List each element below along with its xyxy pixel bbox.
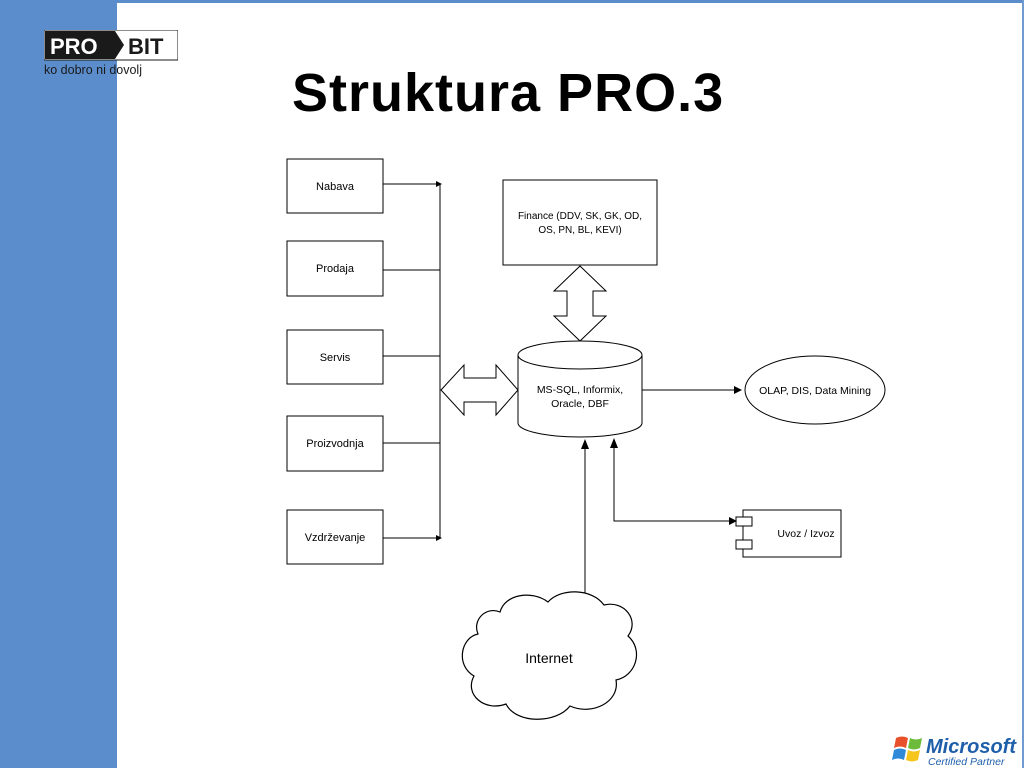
bus-arrow-top-icon <box>436 181 442 187</box>
page-title: Struktura PRO.3 <box>292 63 725 123</box>
top-border <box>117 0 1024 3</box>
bus-arrow-bottom-icon <box>436 535 442 541</box>
import-export-component: Uvoz / Izvoz <box>735 509 842 558</box>
logo-tagline: ko dobro ni dovolj <box>44 63 142 77</box>
component-port-bottom-icon <box>735 539 753 550</box>
database-label-line1: MS-SQL, Informix, <box>537 384 623 396</box>
ms-brand-text: Microsoft <box>926 736 1017 758</box>
connector-db-import-export <box>613 442 737 525</box>
finance-label-line2: OS, PN, BL, KEVI) <box>538 225 621 236</box>
sidebar-band <box>0 0 117 768</box>
module-box-proizvodnja: Proizvodnja <box>286 415 384 472</box>
module-label-vzdrzevanje: Vzdrževanje <box>305 532 366 544</box>
import-export-label: Uvoz / Izvoz <box>777 528 834 540</box>
module-label-servis: Servis <box>320 352 351 364</box>
analytics-ellipse: OLAP, DIS, Data Mining <box>744 355 886 425</box>
finance-box: Finance (DDV, SK, GK, OD, OS, PN, BL, KE… <box>502 179 658 266</box>
microsoft-partner-logo: Microsoft Certified Partner <box>892 736 1017 768</box>
double-arrow-finance-db-icon <box>552 265 608 342</box>
module-label-proizvodnja: Proizvodnja <box>306 438 364 450</box>
component-port-top-icon <box>735 516 753 527</box>
module-label-prodaja: Prodaja <box>316 263 355 275</box>
db-internet-arrow-up-icon <box>581 439 589 449</box>
double-arrow-bus-db-icon <box>440 363 519 417</box>
windows-flag-icon <box>892 736 922 762</box>
right-border <box>1022 0 1024 768</box>
logo-arrow-icon <box>115 31 124 59</box>
module-box-servis: Servis <box>286 329 384 385</box>
logo-brand-right: BIT <box>128 34 164 59</box>
module-box-nabava: Nabava <box>286 158 384 214</box>
module-box-vzdrzevanje: Vzdrževanje <box>286 509 384 565</box>
db-import-arrow-icon <box>610 438 618 448</box>
module-box-prodaja: Prodaja <box>286 240 384 297</box>
logo-brand-left: PRO <box>50 34 98 59</box>
finance-label-line1: Finance (DDV, SK, GK, OD, <box>518 211 642 222</box>
logo-dark-panel <box>45 31 115 59</box>
internet-label: Internet <box>525 650 573 666</box>
module-bus <box>383 183 441 539</box>
analytics-label: OLAP, DIS, Data Mining <box>759 385 871 397</box>
internet-cloud-icon: Internet <box>461 591 638 720</box>
database-cylinder: MS-SQL, Informix, Oracle, DBF <box>517 340 643 438</box>
module-label-nabava: Nabava <box>316 181 355 193</box>
database-label-line2: Oracle, DBF <box>551 398 609 410</box>
probit-logo: PRO BIT ko dobro ni dovolj <box>44 30 178 77</box>
ms-subtitle-text: Certified Partner <box>928 756 1005 768</box>
